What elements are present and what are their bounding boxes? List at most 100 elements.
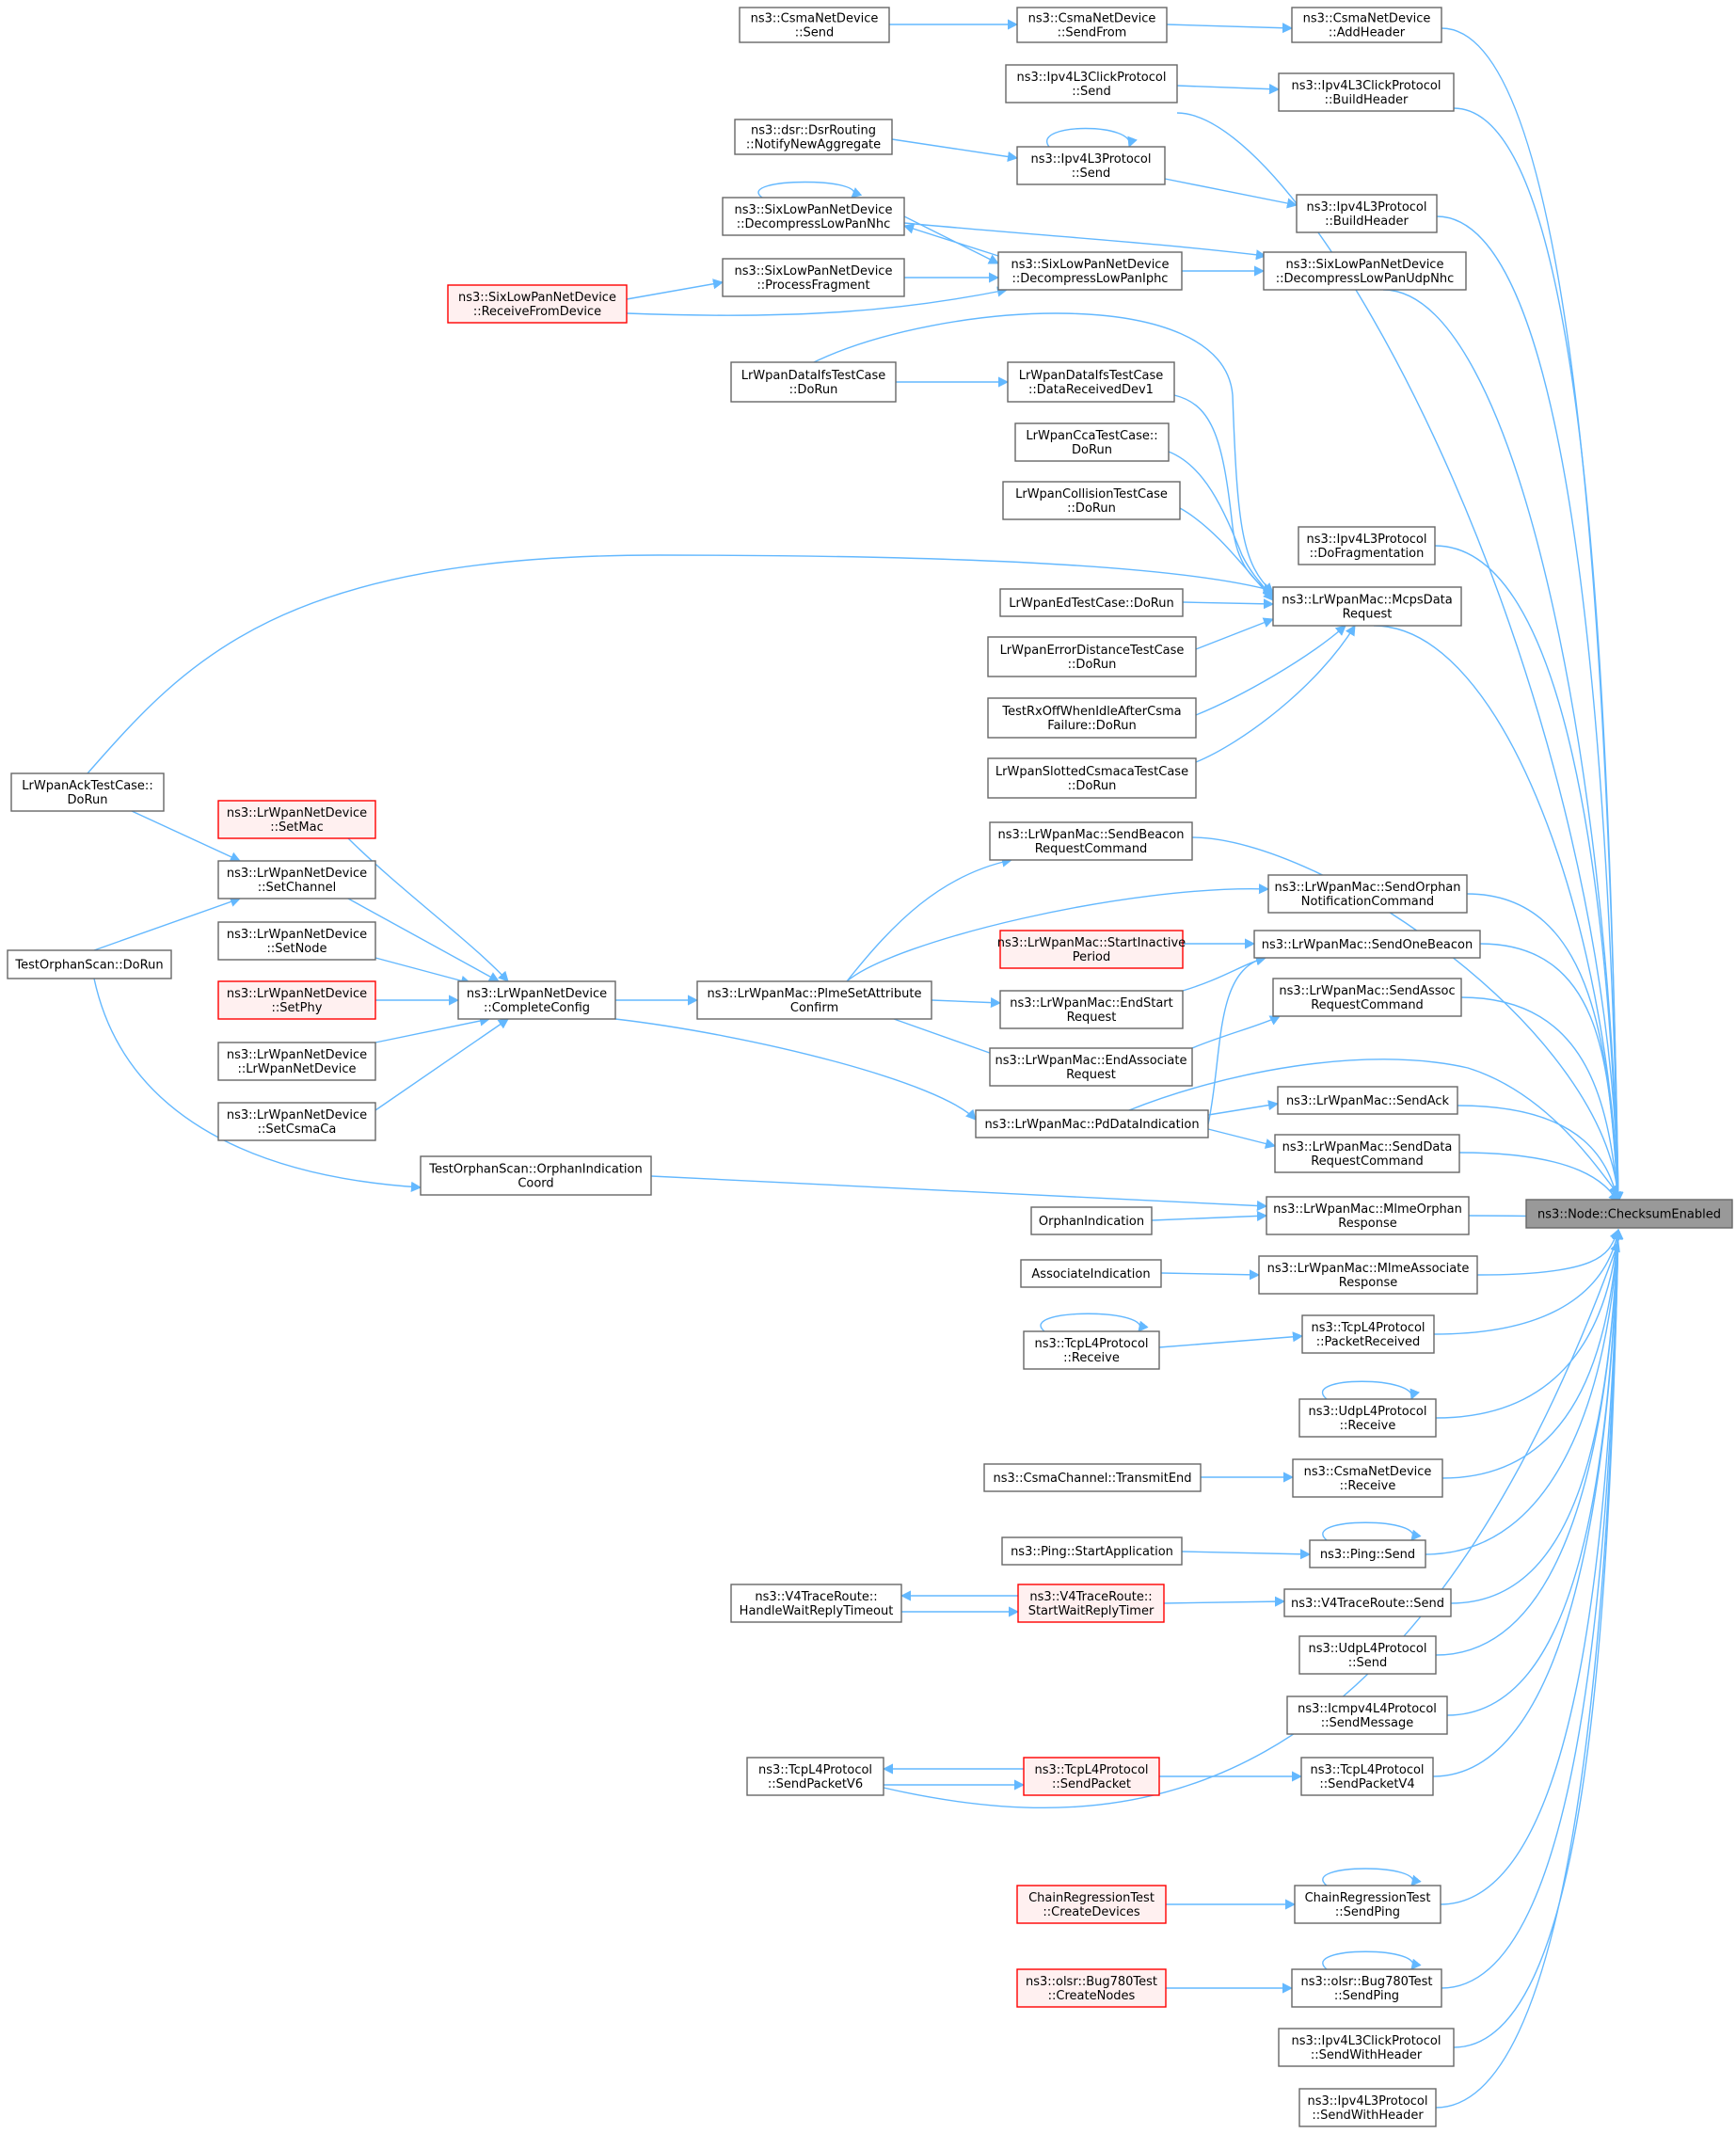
function-node[interactable]: ns3::CsmaChannel::TransmitEnd bbox=[983, 1463, 1202, 1492]
function-node[interactable]: LrWpanCollisionTestCase::DoRun bbox=[1002, 481, 1181, 520]
node-label: ::BuildHeader bbox=[1325, 93, 1409, 107]
function-node[interactable]: ns3::LrWpanNetDevice::SetNode bbox=[217, 921, 376, 961]
function-node[interactable]: LrWpanDataIfsTestCase::DataReceivedDev1 bbox=[1007, 361, 1175, 403]
function-node[interactable]: ns3::SixLowPanNetDevice::DecompressLowPa… bbox=[1263, 251, 1467, 291]
function-node[interactable]: ns3::LrWpanMac::PdDataIndication bbox=[975, 1109, 1209, 1138]
function-node[interactable]: ns3::Ipv4L3ClickProtocol::SendWithHeader bbox=[1278, 2028, 1455, 2067]
function-node[interactable]: ChainRegressionTest::SendPing bbox=[1294, 1885, 1441, 1924]
node-box bbox=[1298, 2088, 1437, 2127]
function-node[interactable]: ns3::olsr::Bug780Test::SendPing bbox=[1291, 1968, 1442, 2008]
node-label: DoRun bbox=[68, 793, 108, 807]
function-node[interactable]: AssociateIndication bbox=[1020, 1259, 1162, 1288]
call-edge-to-checksum bbox=[1441, 1228, 1623, 1479]
node-label: ns3::LrWpanMac::StartInactive bbox=[997, 936, 1186, 950]
function-node[interactable]: ChainRegressionTest::CreateDevices bbox=[1016, 1885, 1167, 1924]
node-label: Period bbox=[1073, 950, 1111, 964]
node-box bbox=[989, 1047, 1193, 1087]
function-node[interactable]: ns3::V4TraceRoute::HandleWaitReplyTimeou… bbox=[730, 1584, 902, 1623]
function-node[interactable]: ns3::LrWpanNetDevice::CompleteConfig bbox=[457, 980, 616, 1020]
function-node[interactable]: ns3::LrWpanNetDevice::SetChannel bbox=[217, 860, 376, 899]
function-node[interactable]: ns3::TcpL4Protocol::Receive bbox=[1023, 1330, 1160, 1370]
function-node[interactable]: ns3::Ipv4L3Protocol::BuildHeader bbox=[1296, 194, 1438, 233]
node-label: ns3::V4TraceRoute::Send bbox=[1291, 1597, 1444, 1611]
node-label: ::BuildHeader bbox=[1325, 215, 1409, 229]
function-node[interactable]: ns3::CsmaNetDevice::AddHeader bbox=[1291, 7, 1442, 43]
function-node[interactable]: ns3::dsr::DsrRouting::NotifyNewAggregate bbox=[734, 119, 893, 155]
function-node[interactable]: ns3::SixLowPanNetDevice::ProcessFragment bbox=[722, 258, 905, 297]
function-node[interactable]: ns3::Ipv4L3Protocol::DoFragmentation bbox=[1298, 526, 1436, 565]
node-box bbox=[1267, 874, 1468, 914]
function-node[interactable]: ns3::LrWpanNetDevice::LrWpanNetDevice bbox=[217, 1042, 376, 1081]
function-node[interactable]: ns3::LrWpanNetDevice::SetCsmaCa bbox=[217, 1102, 376, 1141]
function-node[interactable]: ns3::LrWpanMac::SendOneBeacon bbox=[1253, 930, 1481, 959]
function-node[interactable]: LrWpanSlottedCsmacaTestCase::DoRun bbox=[987, 757, 1197, 799]
function-node[interactable]: ns3::TcpL4Protocol::SendPacketV6 bbox=[746, 1757, 884, 1796]
call-edge bbox=[626, 286, 1009, 316]
node-label: HandleWaitReplyTimeout bbox=[740, 1604, 894, 1618]
node-label: RequestCommand bbox=[1311, 998, 1424, 1012]
node-label: ns3::CsmaNetDevice bbox=[1303, 12, 1431, 26]
node-box bbox=[1005, 64, 1178, 103]
function-node[interactable]: ns3::Ping::StartApplication bbox=[1001, 1536, 1183, 1566]
node-box bbox=[1525, 1199, 1733, 1229]
function-node[interactable]: ns3::olsr::Bug780Test::CreateNodes bbox=[1016, 1968, 1167, 2008]
function-node[interactable]: ns3::SixLowPanNetDevice::DecompressLowPa… bbox=[997, 251, 1183, 291]
function-node[interactable]: ns3::Ipv4L3ClickProtocol::BuildHeader bbox=[1278, 72, 1455, 112]
node-box bbox=[1266, 1196, 1470, 1235]
function-node[interactable]: ns3::SixLowPanNetDevice::ReceiveFromDevi… bbox=[447, 284, 628, 324]
node-label: ::SetChannel bbox=[258, 881, 336, 895]
node-label: ns3::Icmpv4L4Protocol bbox=[1298, 1702, 1437, 1716]
function-node[interactable]: ns3::V4TraceRoute::StartWaitReplyTimer bbox=[1017, 1584, 1165, 1623]
function-node[interactable]: ns3::UdpL4Protocol::Receive bbox=[1298, 1398, 1437, 1438]
function-node[interactable]: LrWpanErrorDistanceTestCase::DoRun bbox=[987, 636, 1197, 677]
function-node[interactable]: ns3::LrWpanNetDevice::SetPhy bbox=[217, 980, 376, 1020]
node-label: ::AddHeader bbox=[1329, 26, 1406, 40]
call-edge-to-checksum bbox=[1460, 996, 1623, 1203]
function-node[interactable]: ns3::CsmaNetDevice::Receive bbox=[1292, 1458, 1443, 1498]
function-node[interactable]: ns3::Ipv4L3Protocol::SendWithHeader bbox=[1298, 2088, 1437, 2127]
function-node[interactable]: ns3::LrWpanNetDevice::SetMac bbox=[217, 800, 376, 839]
focus-function-node[interactable]: ns3::Node::ChecksumEnabled bbox=[1525, 1199, 1733, 1229]
function-node[interactable]: ns3::Icmpv4L4Protocol::SendMessage bbox=[1286, 1695, 1448, 1735]
node-label: RequestCommand bbox=[1035, 842, 1148, 856]
function-node[interactable]: ns3::TcpL4Protocol::PacketReceived bbox=[1301, 1314, 1435, 1354]
node-label: ::PacketReceived bbox=[1316, 1335, 1420, 1349]
function-node[interactable]: LrWpanAckTestCase::DoRun bbox=[10, 772, 165, 812]
call-edge bbox=[902, 223, 999, 257]
function-node[interactable]: ns3::SixLowPanNetDevice::DecompressLowPa… bbox=[722, 197, 905, 236]
function-node[interactable]: ns3::V4TraceRoute::Send bbox=[1283, 1588, 1452, 1617]
function-node[interactable]: LrWpanDataIfsTestCase::DoRun bbox=[730, 361, 897, 403]
function-node[interactable]: ns3::LrWpanMac::SendAck bbox=[1277, 1086, 1458, 1115]
function-node[interactable]: ns3::TcpL4Protocol::SendPacket bbox=[1023, 1757, 1160, 1796]
function-node[interactable]: ns3::Ping::Send bbox=[1309, 1539, 1426, 1568]
call-edge bbox=[1128, 1059, 1619, 1196]
function-node[interactable]: LrWpanEdTestCase::DoRun bbox=[999, 588, 1184, 617]
function-node[interactable]: OrphanIndication bbox=[1030, 1206, 1153, 1235]
function-node[interactable]: ns3::Ipv4L3ClickProtocol::Send bbox=[1005, 64, 1178, 103]
function-node[interactable]: ns3::LrWpanMac::SendOrphanNotificationCo… bbox=[1267, 874, 1468, 914]
function-node[interactable]: LrWpanCcaTestCase::DoRun bbox=[1014, 422, 1170, 462]
function-node[interactable]: ns3::CsmaNetDevice::SendFrom bbox=[1016, 7, 1168, 43]
node-box bbox=[983, 1463, 1202, 1492]
node-label: ::DataReceivedDev1 bbox=[1028, 383, 1154, 397]
function-node[interactable]: TestOrphanScan::DoRun bbox=[7, 949, 172, 979]
node-label: ns3::LrWpanMac::MlmeAssociate bbox=[1267, 1262, 1470, 1276]
function-node[interactable]: ns3::TcpL4Protocol::SendPacketV4 bbox=[1300, 1757, 1434, 1796]
function-node[interactable]: ns3::Ipv4L3Protocol::Send bbox=[1016, 146, 1166, 185]
function-node[interactable]: ns3::UdpL4Protocol::Send bbox=[1298, 1635, 1437, 1675]
function-node[interactable]: ns3::CsmaNetDevice::Send bbox=[739, 7, 890, 43]
node-label: ::SendPing bbox=[1334, 1989, 1399, 2003]
call-edge bbox=[1181, 1549, 1312, 1560]
